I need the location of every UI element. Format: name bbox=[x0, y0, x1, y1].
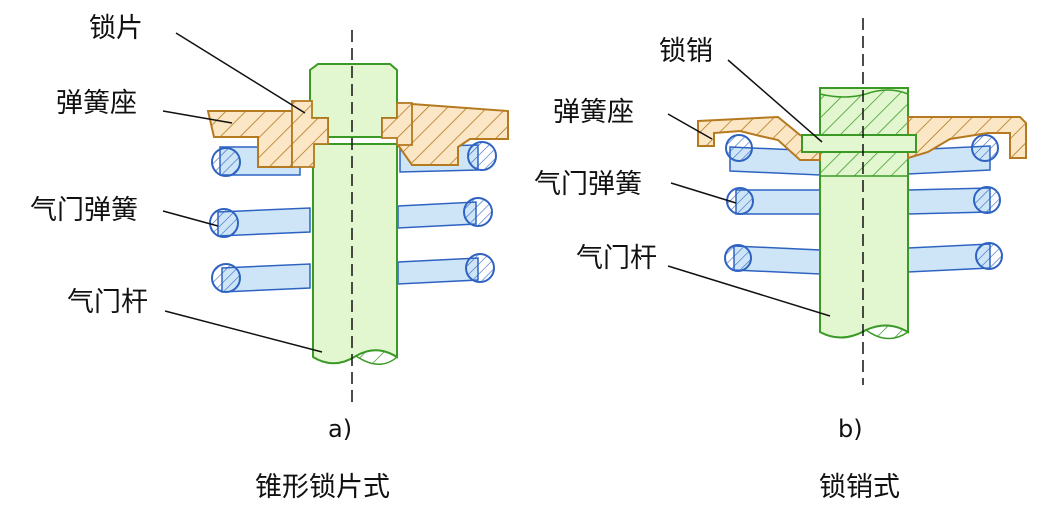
spring-coil-section bbox=[725, 134, 753, 162]
valve-stem-a bbox=[309, 63, 399, 365]
spring-seat-a bbox=[206, 101, 509, 168]
panel-a: 锁片 弹簧座 气门弹簧 气门杆 a) 锥形锁片式 bbox=[30, 13, 509, 503]
spring-coil-section bbox=[211, 147, 241, 177]
panel-b: 锁销 弹簧座 气门弹簧 气门杆 b) 锁销式 bbox=[534, 18, 1027, 503]
spring-coil-section bbox=[209, 208, 239, 238]
valve-stem-b bbox=[819, 87, 910, 340]
caption-a: 锥形锁片式 bbox=[255, 472, 390, 503]
leader-lines-b bbox=[667, 59, 831, 317]
spring-coil-section bbox=[971, 134, 999, 162]
lock-pieces-a bbox=[291, 100, 413, 168]
label-spring-seat: 弹簧座 bbox=[56, 88, 137, 119]
sub-label-b: b) bbox=[838, 415, 863, 443]
label-valve-stem: 气门杆 bbox=[576, 243, 657, 274]
label-spring-seat: 弹簧座 bbox=[553, 97, 634, 128]
spring-coil-section bbox=[467, 141, 497, 171]
spring-coil-section bbox=[463, 197, 493, 227]
spring-coil-section bbox=[973, 186, 1001, 214]
spring-coil-section bbox=[211, 263, 241, 293]
spring-coil-section bbox=[975, 242, 1003, 270]
caption-b: 锁销式 bbox=[819, 472, 900, 503]
label-valve-spring: 气门弹簧 bbox=[534, 169, 642, 200]
label-valve-stem: 气门杆 bbox=[67, 287, 148, 318]
valve-spring-b bbox=[724, 134, 1003, 275]
sub-label-a: a) bbox=[328, 415, 352, 443]
label-lock-piece: 锁片 bbox=[89, 13, 143, 44]
leader-lines-a bbox=[162, 32, 323, 353]
spring-coil-section bbox=[465, 253, 495, 283]
valve-spring-a bbox=[209, 141, 497, 293]
spring-seat-b bbox=[697, 115, 1027, 161]
label-valve-spring: 气门弹簧 bbox=[30, 195, 138, 226]
lock-pin-b bbox=[801, 134, 917, 153]
label-lock-pin: 锁销 bbox=[659, 36, 713, 67]
spring-coil-section bbox=[724, 244, 752, 272]
